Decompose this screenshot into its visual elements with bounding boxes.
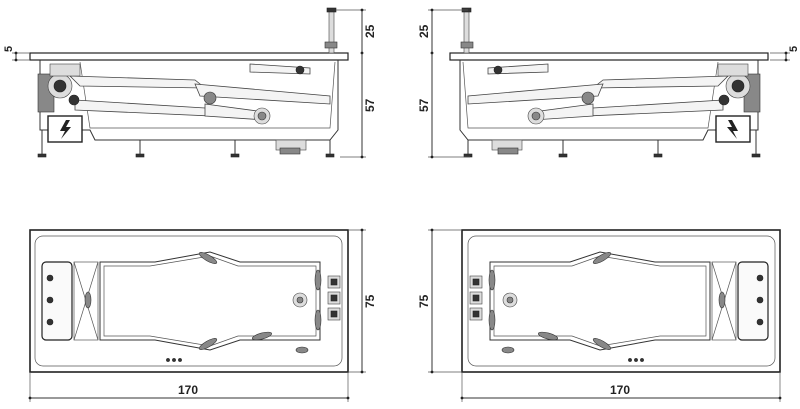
right-elevation-dimensions: 5 25 57 (417, 8, 800, 159)
right-rim-dimension: 5 (788, 46, 800, 52)
left-elevation-dimensions: 5 25 57 (3, 8, 377, 159)
left-side-elevation (29, 7, 349, 158)
left-tub-rim (29, 52, 349, 61)
right-plan-width-dimension: 75 (417, 294, 431, 308)
left-electric-box (47, 115, 83, 143)
right-plan-view (461, 229, 781, 373)
right-height-dimension: 57 (417, 98, 431, 112)
left-top-dimension: 25 (363, 24, 377, 38)
left-headrest (41, 261, 73, 341)
left-tub-legs (37, 130, 335, 158)
right-headrest (737, 261, 769, 341)
left-plan-view (29, 229, 349, 373)
left-rim-dimension: 5 (3, 46, 15, 52)
right-plan-dimensions: 75 170 (417, 228, 782, 402)
left-pipework (69, 63, 331, 125)
left-height-dimension: 57 (363, 98, 377, 112)
left-pump-assembly (37, 63, 81, 113)
left-tub-body (39, 60, 339, 141)
lightning-bolt-icon (727, 120, 738, 139)
left-plan-width-dimension: 75 (363, 294, 377, 308)
right-tub-rim (449, 52, 769, 61)
left-plan-length-dimension: 170 (178, 383, 198, 397)
lightning-bolt-icon (60, 120, 71, 139)
right-top-dimension: 25 (417, 24, 431, 38)
left-drain-trap (275, 139, 307, 155)
left-control-panel (327, 275, 341, 321)
left-plan-dimensions: 75 170 (28, 228, 377, 402)
left-plan-jets (46, 252, 322, 362)
left-plan-basin (99, 251, 321, 351)
right-plan-length-dimension: 170 (610, 383, 630, 397)
right-side-elevation (449, 7, 769, 158)
